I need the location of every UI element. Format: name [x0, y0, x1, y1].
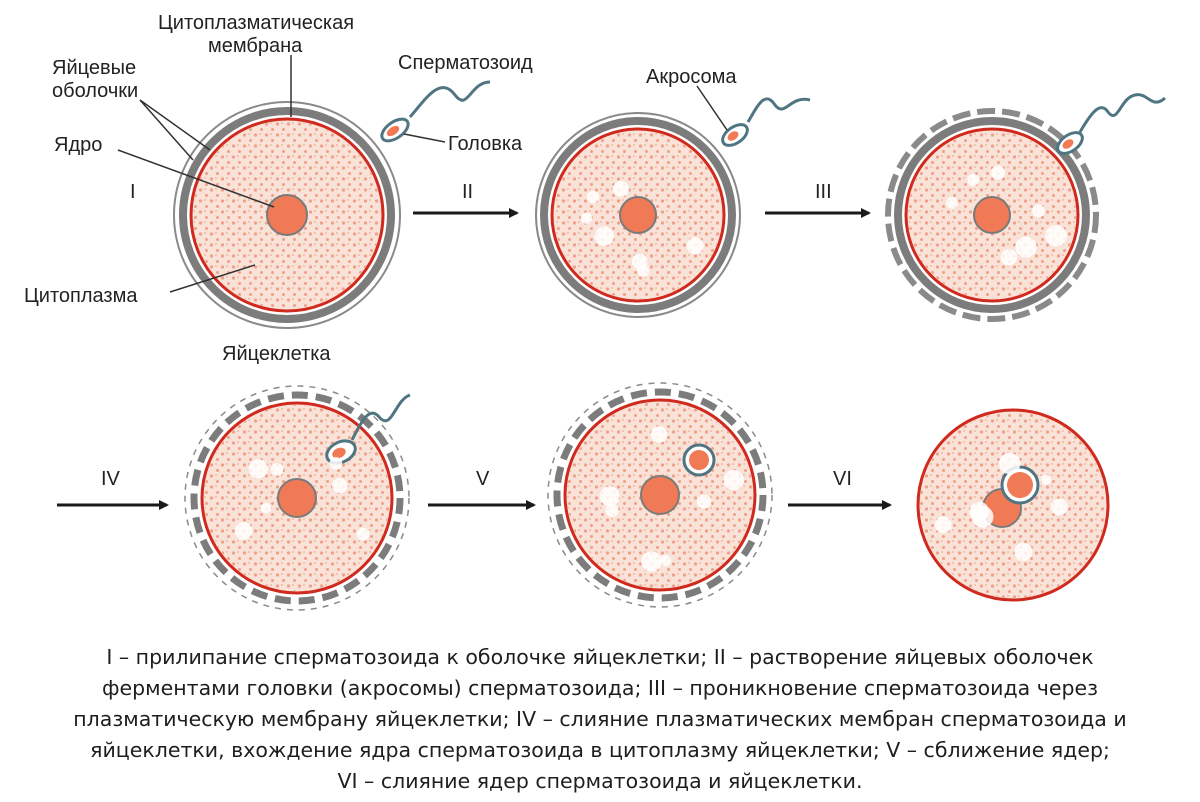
caption-line: VI – слияние ядер сперматозоида и яйцекл… — [337, 769, 863, 793]
sperm-tail — [746, 97, 811, 123]
egg-envelope-inner — [179, 107, 395, 323]
cytoplasm-vacuole — [586, 190, 600, 204]
caption-line: яйцеклетки, вхождение ядра сперматозоида… — [90, 738, 1110, 762]
cytoplasm-vacuole — [686, 237, 704, 255]
cytoplasm-label: Цитоплазма — [24, 285, 138, 307]
egg-nucleus — [619, 196, 657, 234]
cytoplasm-leader — [169, 264, 256, 293]
fertilization-diagram — [57, 55, 1167, 611]
cytoplasm-vacuole — [1032, 204, 1045, 218]
egg-envelope-outer — [885, 108, 1099, 322]
stage-1-egg — [173, 101, 401, 329]
sperm-tail — [1078, 93, 1167, 133]
sperm-label: Сперматозоид — [398, 52, 533, 74]
nucleus-label: Ядро — [54, 134, 103, 156]
caption: I – прилипание сперматозоида к оболочке … — [10, 642, 1190, 797]
cytoplasm-vacuole — [356, 527, 370, 541]
cytoplasm-vacuole — [605, 503, 619, 517]
cytoplasm-vacuole — [599, 486, 620, 507]
cytoplasm-vacuole — [248, 459, 268, 479]
egg-envelope-remnant-outer — [547, 382, 773, 608]
stage-2-sperm — [721, 97, 811, 147]
caption-line: I – прилипание сперматозоида к оболочке … — [106, 645, 1094, 669]
sperm-nucleus — [332, 447, 346, 459]
egg-envelope-remnant-outer — [184, 385, 410, 611]
sperm-pronucleus — [1007, 472, 1033, 498]
cytoplasm-vacuole — [612, 180, 629, 197]
cytoplasm-vacuole — [999, 452, 1021, 475]
nucleus-leader — [117, 149, 275, 208]
cytoplasm-vacuole — [580, 212, 593, 224]
cytoplasm-vacuole — [991, 165, 1006, 180]
caption-line: ферментами головки (акросомы) сперматозо… — [102, 676, 1098, 700]
acrosome-leader — [696, 85, 728, 131]
egg-nucleus — [640, 475, 680, 515]
acrosome-label: Акросома — [646, 66, 737, 88]
cytoplasm-vacuole — [1045, 225, 1067, 247]
sperm-tail — [408, 80, 491, 118]
cytoplasm-vacuole — [946, 196, 958, 209]
sperm-nucleus — [386, 125, 400, 137]
stage-3-egg — [885, 108, 1099, 322]
egg-envelope-outer — [173, 101, 401, 329]
sperm-tail — [350, 393, 411, 441]
cytoplasm-vacuole — [969, 501, 990, 522]
egg-nucleus — [973, 196, 1011, 234]
sperm-nucleus — [727, 131, 739, 141]
envelope-leader-1 — [139, 99, 194, 161]
head-leader — [403, 133, 446, 143]
cytoplasm-vacuole — [270, 463, 284, 476]
membrane-label-line1: Цитоплазматическая — [158, 12, 355, 34]
cytoplasm-vacuole — [1015, 236, 1037, 258]
cytoplasm-vacuole — [641, 551, 662, 572]
cytoplasm-vacuole — [1000, 248, 1018, 266]
egg-nucleus — [266, 194, 308, 236]
cytoplasm-vacuole — [329, 457, 343, 470]
cytoplasm-vacuole — [234, 522, 253, 540]
stage-label-5: V — [476, 468, 490, 490]
stage-label-3: III — [815, 181, 832, 203]
cytoplasm-vacuole — [637, 265, 650, 277]
membrane-label-line2: мембрана — [208, 35, 303, 57]
stage-6-egg — [916, 408, 1110, 602]
stage-2-egg — [535, 112, 741, 318]
stage-5-egg — [547, 382, 773, 608]
diagram-canvas — [57, 55, 1167, 611]
egg-envelope-inner — [540, 117, 736, 313]
cytoplasm-vacuole — [1040, 474, 1052, 485]
cytoplasm-vacuole — [332, 478, 348, 494]
cytoplasm-vacuole — [934, 516, 952, 534]
egg-envelope-inner — [894, 117, 1090, 313]
cytoplasm-vacuole — [967, 173, 980, 186]
sperm-pronucleus — [689, 450, 709, 470]
egg-envelope-remnant — [553, 388, 767, 602]
stage-label-1: I — [130, 181, 136, 203]
egg-envelope-outer — [535, 112, 741, 318]
egg-envelope-remnant — [190, 391, 404, 605]
cytoplasm-vacuole — [650, 426, 668, 443]
envelopes-label-line2: оболочки — [52, 80, 139, 102]
envelope-leader-2 — [139, 99, 211, 151]
sperm-nucleus — [1062, 139, 1074, 149]
cytoplasm-vacuole — [1014, 542, 1033, 562]
stage-label-6: VI — [833, 468, 852, 490]
cytoplasm-vacuole — [594, 226, 614, 246]
stage-3-sperm — [1056, 93, 1167, 155]
cytoplasm-vacuole — [1050, 498, 1068, 516]
stage-label-4: IV — [101, 468, 120, 490]
head-label: Головка — [448, 133, 523, 155]
caption-line: плазматическую мембрану яйцеклетки; IV –… — [73, 707, 1127, 731]
stage-label-2: II — [462, 181, 474, 203]
egg-nucleus — [277, 478, 317, 518]
stage-1-sperm — [380, 80, 491, 143]
egg-label: Яйцеклетка — [222, 343, 331, 365]
cytoplasm-vacuole — [260, 502, 272, 514]
envelopes-label-line1: Яйцевые — [52, 57, 137, 79]
cytoplasm-vacuole — [659, 554, 672, 567]
cytoplasm-vacuole — [723, 469, 744, 491]
cytoplasm-vacuole — [696, 494, 712, 509]
stage-4-egg — [184, 385, 410, 611]
